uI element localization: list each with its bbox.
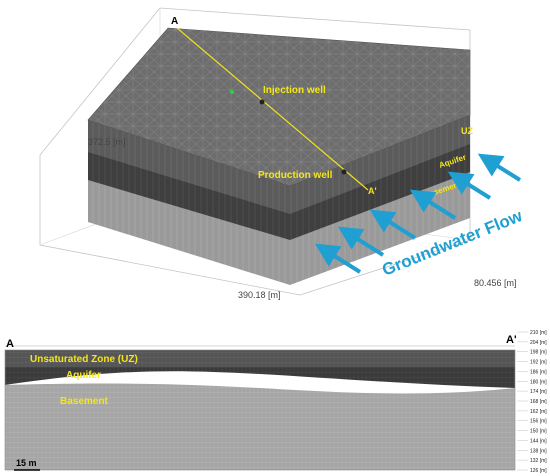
- flow-arrow: [314, 243, 362, 274]
- cross-section: [4, 345, 516, 471]
- basement-side-front: [88, 178, 290, 285]
- section-frame: [4, 349, 516, 471]
- elevation-label: 210 [m]: [530, 330, 547, 336]
- aquifer-side-front: [88, 150, 290, 240]
- section-line: [176, 27, 369, 191]
- injection-well-marker: [259, 99, 265, 105]
- section-uz-label: Unsaturated Zone (UZ): [30, 354, 138, 365]
- elevation-label: 180 [m]: [530, 379, 547, 385]
- dimension-length: 390.18 [m]: [238, 290, 281, 300]
- dimension-height: 372.5 [m]: [88, 137, 126, 147]
- groundwater-flow-arrows: [314, 153, 522, 274]
- section-aquifer-label: Aquifer: [66, 370, 101, 381]
- dimension-width: 80.456 [m]: [474, 278, 517, 288]
- section-a-prime-label: A': [506, 334, 517, 346]
- aquifer-band-dark: [5, 367, 515, 388]
- uz-band: [5, 350, 515, 367]
- elevation-label: 162 [m]: [530, 409, 547, 415]
- elevation-label: 192 [m]: [530, 360, 547, 366]
- aquifer-side-right: [290, 142, 470, 240]
- basement-band: [5, 383, 515, 470]
- elevation-label: 144 [m]: [530, 438, 547, 444]
- elevation-label: 168 [m]: [530, 399, 547, 405]
- elevation-label: 174 [m]: [530, 389, 547, 395]
- scale-bar-label: 15 m: [16, 458, 37, 468]
- section-basement-label: Basement: [60, 396, 108, 407]
- flow-arrow: [477, 153, 522, 182]
- uz-side-right: [290, 115, 470, 214]
- elevation-label: 156 [m]: [530, 419, 547, 425]
- injection-well-label: Injection well: [263, 85, 326, 96]
- flow-arrow: [447, 171, 492, 200]
- flow-arrow: [409, 189, 457, 220]
- elevation-label: 150 [m]: [530, 429, 547, 435]
- elevation-label: 126 [m]: [530, 468, 547, 474]
- uz-side-front: [88, 120, 290, 214]
- flow-arrow: [369, 209, 417, 240]
- elevation-label: 132 [m]: [530, 458, 547, 464]
- elevation-label: 204 [m]: [530, 340, 547, 346]
- block-top-surface: [87, 27, 471, 187]
- section-a-label: A: [6, 338, 14, 350]
- uz-label: UZ: [461, 126, 473, 136]
- elevation-axis: 210 [m] 204 [m] 198 [m] 192 [m] 186 [m] 180 […: [517, 330, 547, 474]
- point-a-prime-label: A': [368, 186, 377, 196]
- point-a-label: A: [171, 16, 178, 27]
- elevation-label: 186 [m]: [530, 369, 547, 375]
- flow-arrow: [337, 226, 385, 257]
- production-well-label: Production well: [258, 170, 333, 181]
- production-well-marker: [341, 169, 347, 175]
- elevation-label: 198 [m]: [530, 350, 547, 356]
- green-marker: [230, 90, 234, 94]
- elevation-label: 138 [m]: [530, 448, 547, 454]
